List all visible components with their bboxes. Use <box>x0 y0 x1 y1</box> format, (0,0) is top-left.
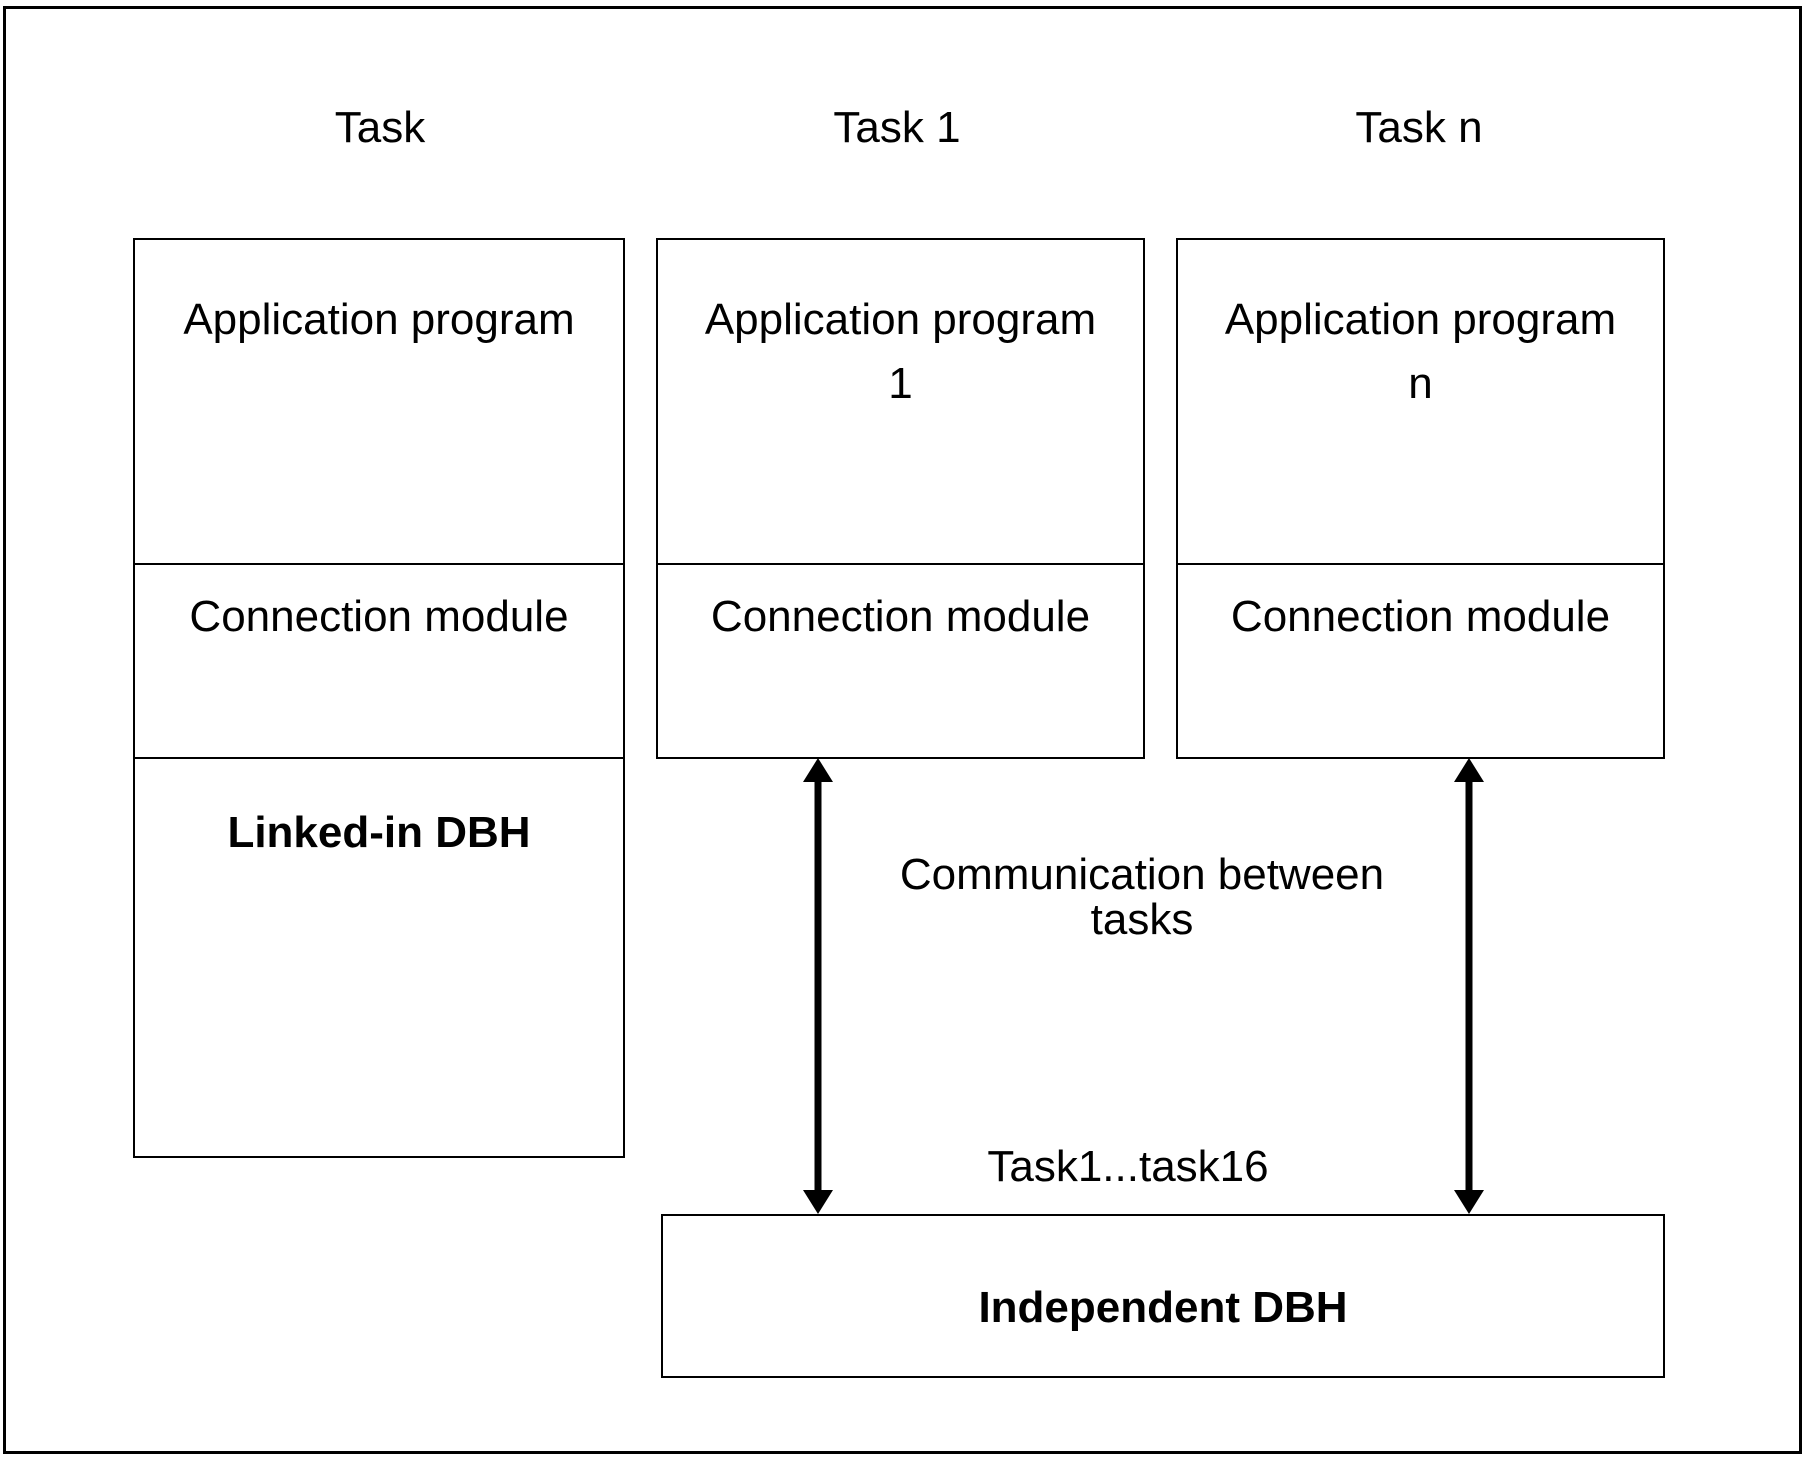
diagram-frame <box>3 6 1802 1454</box>
independent-dbh-box: Independent DBH <box>661 1214 1665 1378</box>
linked-in-dbh-box: Linked-in DBH <box>133 757 625 1158</box>
connection-module-label: Connection module <box>1230 592 1611 641</box>
app-program-label: Application program <box>183 295 575 344</box>
connection-module-label: Connection module <box>710 592 1091 641</box>
connection-module-label: Connection module <box>189 592 569 641</box>
app-program-label: Application program <box>704 295 1097 344</box>
connection-module-box-n: Connection module <box>1176 563 1665 759</box>
double-arrow-icon <box>1454 758 1484 1214</box>
communication-label: Communication between tasks <box>899 850 1385 944</box>
app-program-suffix: 1 <box>888 358 913 408</box>
task-header-1: Task 1 <box>833 103 961 152</box>
independent-dbh-label: Independent DBH <box>978 1283 1348 1332</box>
linked-in-dbh-label: Linked-in DBH <box>227 808 531 857</box>
app-program-suffix: n <box>1408 358 1433 408</box>
task-header-n: Task n <box>1355 103 1483 152</box>
app-program-label: Application program <box>1224 295 1617 344</box>
task-header-linked: Task <box>334 103 426 152</box>
double-arrow-icon <box>803 758 833 1214</box>
connection-module-box-1: Connection module <box>656 563 1145 759</box>
app-program-box-n: Application program n <box>1176 238 1665 565</box>
task-range-label: Task1...task16 <box>987 1142 1269 1191</box>
